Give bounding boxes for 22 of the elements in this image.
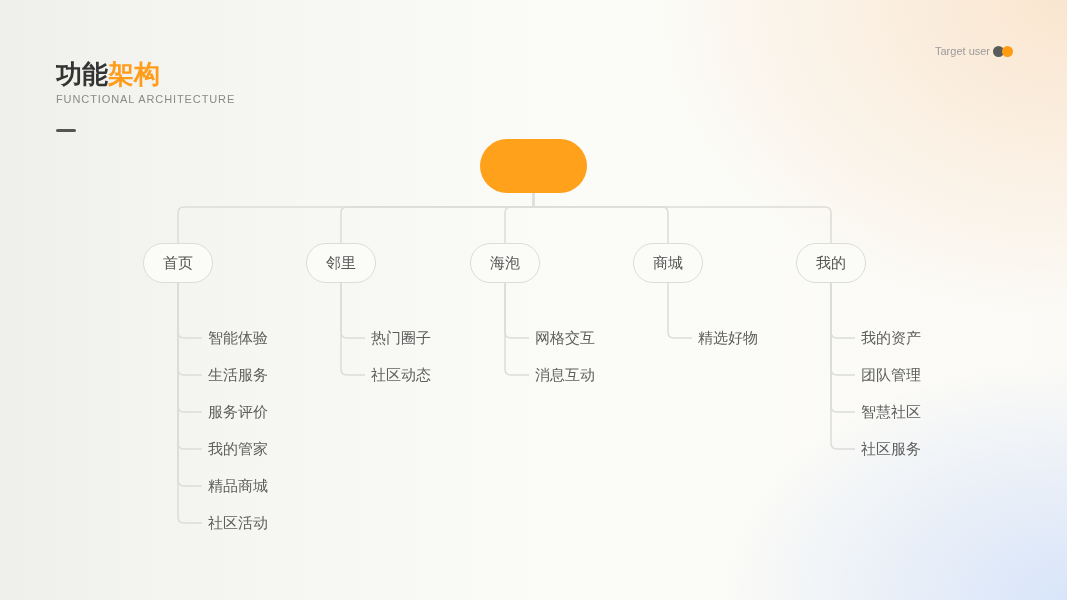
- feature-label: 社区服务: [861, 438, 921, 460]
- feature-label: 生活服务: [208, 364, 268, 386]
- subtitle: FUNCTIONAL ARCHITECTURE: [56, 92, 236, 106]
- target-user-label: Target user: [935, 44, 991, 58]
- root-pill: [480, 139, 587, 193]
- feature-label: 消息互动: [535, 364, 595, 386]
- feature-label: 社区活动: [208, 512, 268, 534]
- feature-label: 热门圈子: [371, 327, 431, 349]
- feature-label: 精选好物: [698, 327, 758, 349]
- connector-line: [504, 282, 530, 376]
- title: 功能架构: [56, 58, 160, 90]
- feature-label: 我的管家: [208, 438, 268, 460]
- feature-label: 智慧社区: [861, 401, 921, 423]
- feature-label: 服务评价: [208, 401, 268, 423]
- feature-label: 精品商城: [208, 475, 268, 497]
- feature-label: 智能体验: [208, 327, 268, 349]
- connector-line: [667, 282, 693, 339]
- feature-label: 团队管理: [861, 364, 921, 386]
- feature-label: 社区动态: [371, 364, 431, 386]
- feature-label: 网格交互: [535, 327, 595, 349]
- connector-line: [340, 282, 366, 376]
- feature-label: 我的资产: [861, 327, 921, 349]
